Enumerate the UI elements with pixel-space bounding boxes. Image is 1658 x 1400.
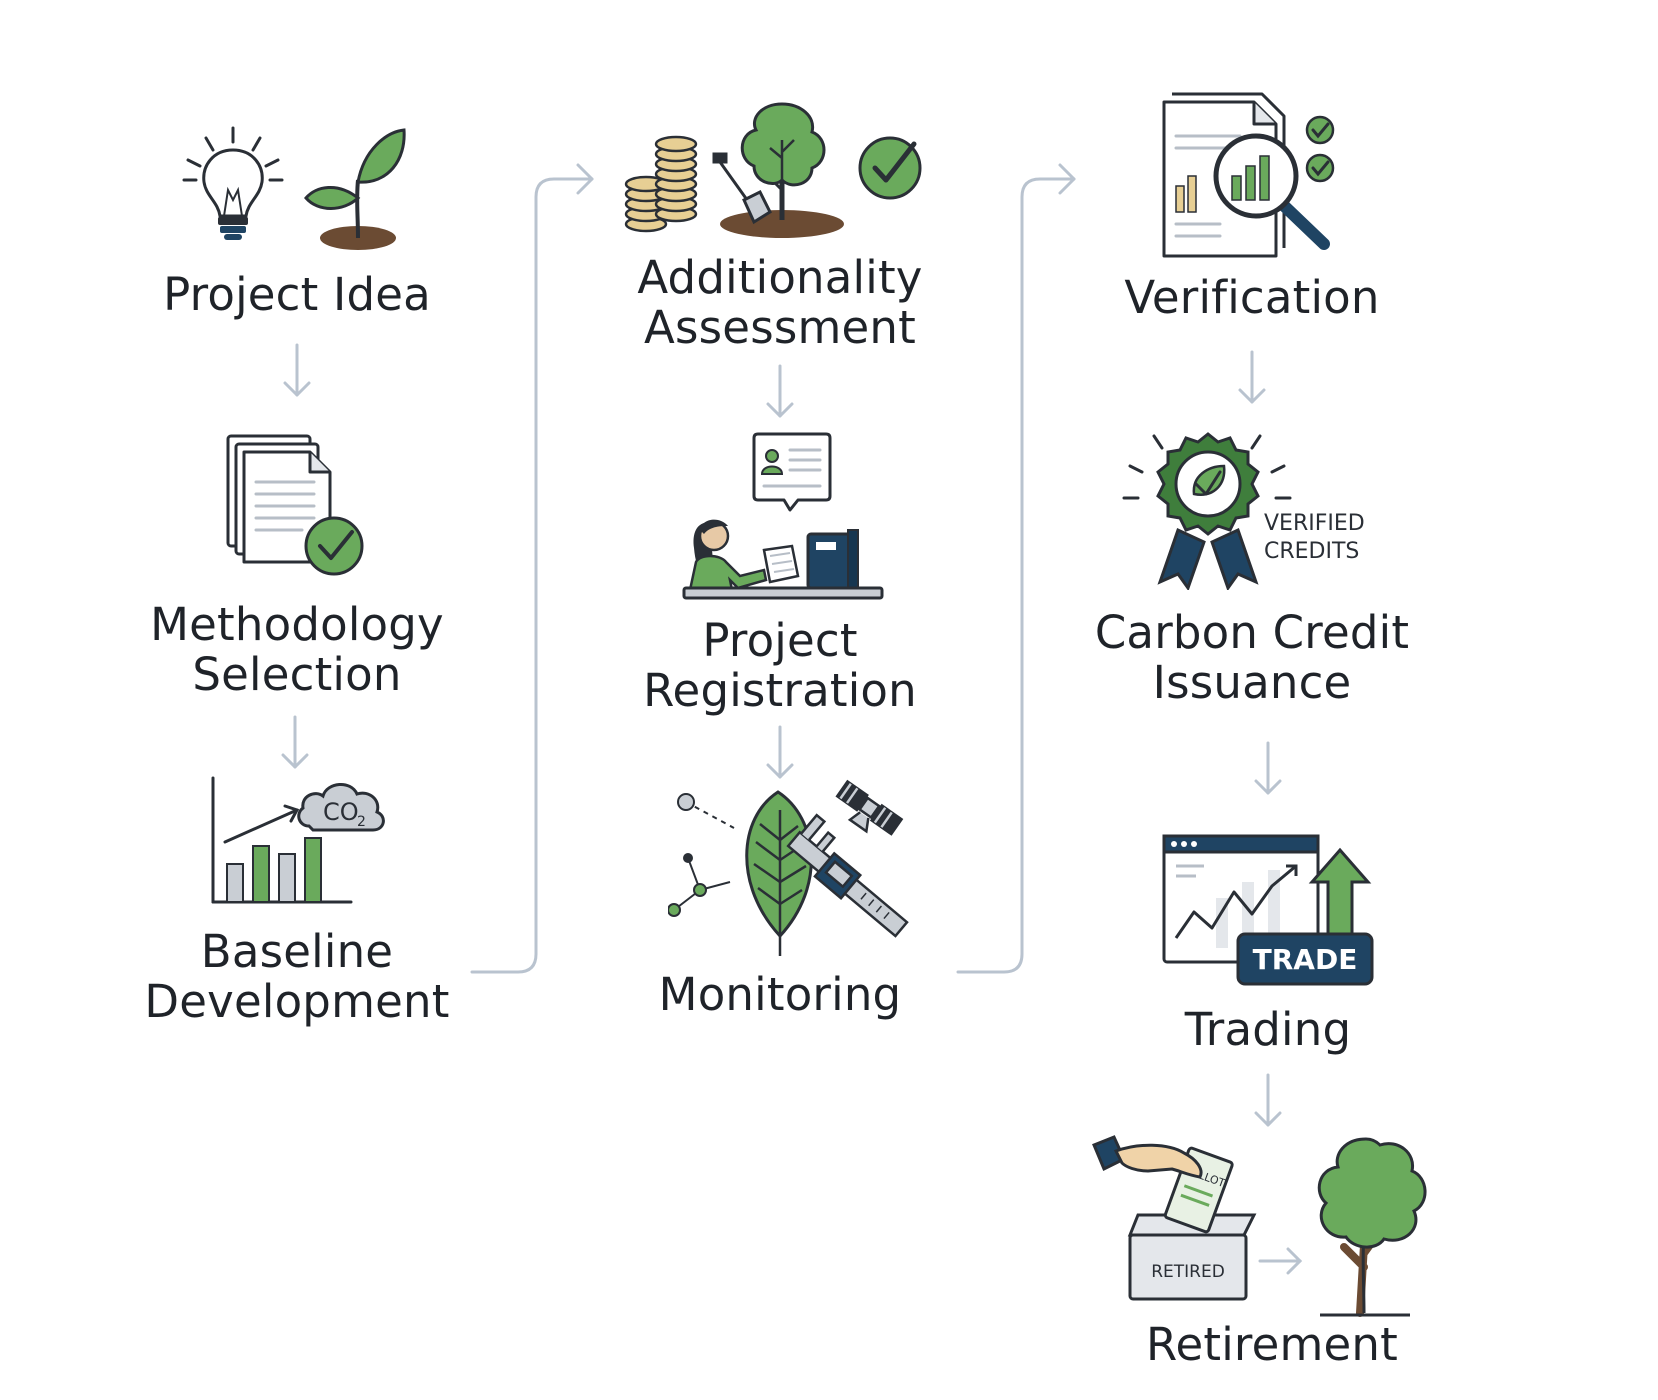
connector-col1-to-col2 (470, 163, 594, 974)
arrow-methodology-to-baseline (281, 715, 309, 769)
documents-check-icon (226, 434, 364, 576)
ballot-box-tree-icon: RETIRED BALLOT (1092, 1135, 1427, 1317)
step-carbon-credit-issuance-label: Carbon Credit Issuance (1094, 606, 1410, 709)
leaf-satellite-caliper-icon (668, 779, 909, 956)
report-magnifier-icon (1162, 92, 1335, 258)
arrow-trading-to-retirement (1254, 1073, 1282, 1127)
coins-tree-check-icon (624, 102, 922, 238)
step-trading-label: Trading (1184, 1003, 1352, 1056)
lightbulb-sprout-icon (182, 126, 406, 250)
arrow-additionality-to-registration (766, 364, 794, 418)
trade-text: TRADE (1253, 943, 1358, 976)
step-retirement-label: Retirement (1146, 1318, 1398, 1371)
credits-text: CREDITS (1264, 539, 1359, 564)
co2-text: CO (323, 798, 359, 826)
verified-text: VERIFIED (1264, 511, 1365, 536)
arrow-verification-to-issuance (1238, 350, 1266, 404)
step-baseline-development-label: Baseline Development (144, 925, 450, 1028)
step-methodology-selection-label: Methodology Selection (150, 598, 444, 701)
step-project-registration-label: Project Registration (643, 614, 917, 717)
bar-chart-co2-icon: CO 2 (211, 776, 385, 904)
step-verification-label: Verification (1124, 271, 1380, 324)
trade-chart-icon: TRADE (1162, 834, 1374, 986)
co2-subscript: 2 (357, 814, 366, 830)
arrow-idea-to-methodology (283, 343, 311, 397)
connector-col2-to-col3 (956, 163, 1076, 974)
verified-credits-badge-icon: VERIFIED CREDITS (1122, 432, 1365, 590)
step-additionality-assessment-label: Additionality Assessment (637, 251, 923, 354)
retired-text: RETIRED (1151, 1262, 1225, 1282)
arrow-registration-to-monitoring (766, 725, 794, 779)
arrow-issuance-to-trading (1254, 741, 1282, 795)
step-monitoring-label: Monitoring (658, 968, 902, 1021)
person-registering-icon (682, 432, 884, 600)
step-project-idea-label: Project Idea (163, 268, 431, 321)
